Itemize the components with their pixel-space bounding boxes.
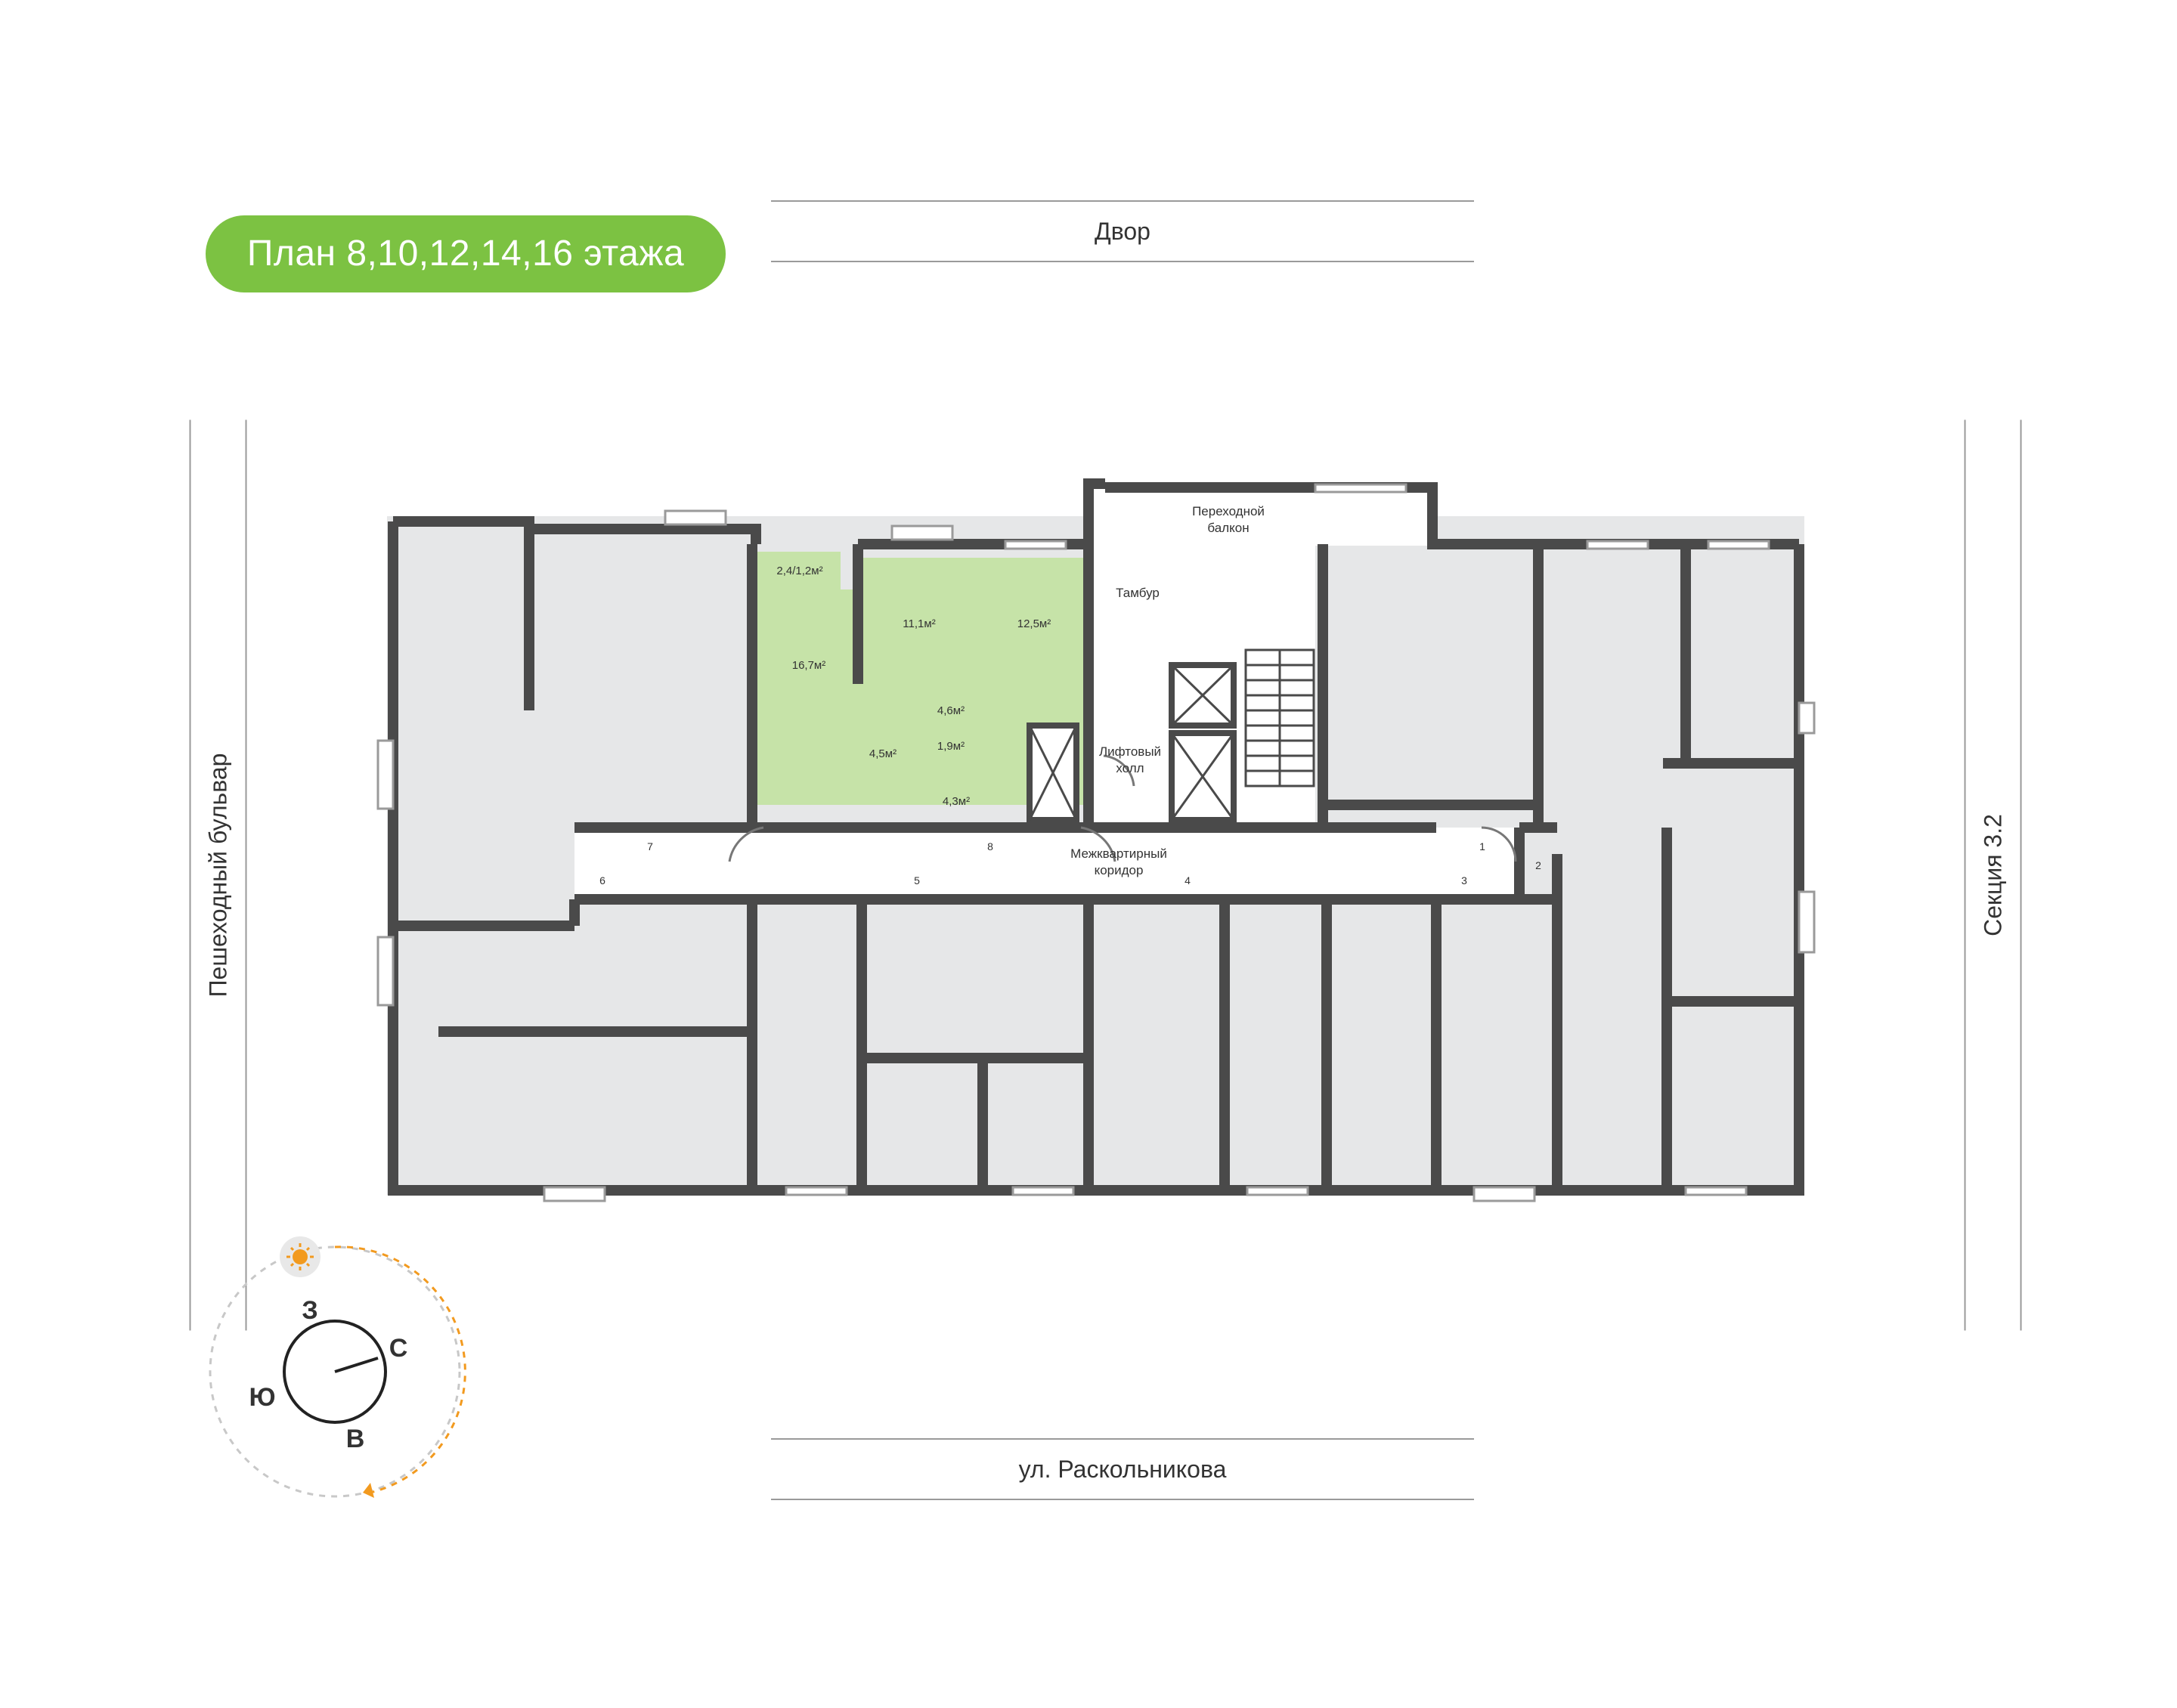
floor-plan-title: План 8,10,12,14,16 этажа [206,215,726,292]
room-area-bathroom: 4,5м² [869,747,897,760]
vestibule-label: Тамбур [1116,586,1160,600]
common-area-labels: Переходной балкон Тамбур Лифтовый холл М… [1070,504,1265,877]
room-area-storage: 4,3м² [943,795,970,808]
door-number-1: 1 [1479,840,1485,852]
building-footprint [387,484,1804,1195]
door-number-8: 8 [987,840,993,852]
highlighted-apartment[interactable] [752,552,1088,805]
compass: З С Ю В [209,1236,466,1498]
compass-east-label: В [346,1425,365,1453]
room-area-living: 16,7м² [792,659,826,672]
room-area-bedroom: 11,1м² [903,617,935,630]
elevator-hall-label-1: Лифтовый [1099,744,1161,759]
staircase [1244,648,1315,787]
elevator-hall-label-2: холл [1116,761,1144,775]
street-label-bottom: ул. Раскольникова [771,1438,1474,1500]
compass-west-label: З [302,1296,317,1325]
door-number-2: 2 [1535,859,1541,871]
walls [388,478,1804,1196]
door-number-7: 7 [647,840,653,852]
corridor-label-2: коридор [1095,863,1144,877]
room-area-labels: 2,4/1,2м² 11,1м² 12,5м² 16,7м² 4,6м² 4,5… [776,565,1051,808]
room-area-hall: 4,6м² [937,704,965,717]
corridor-label-1: Межквартирный [1070,846,1167,861]
elevator-shafts [1027,662,1237,823]
doors [728,754,1517,862]
room-area-toilet: 1,9м² [937,740,965,753]
compass-south-label: Ю [249,1383,275,1412]
door-number-6: 6 [599,874,605,886]
door-number-3: 3 [1461,874,1467,886]
door-number-5: 5 [914,874,920,886]
door-numbers: 1 2 3 4 5 6 7 8 [599,840,1541,886]
transfer-balcony-label-2: балкон [1207,521,1249,535]
transfer-balcony-label-1: Переходной [1192,504,1265,518]
street-label-top: Двор [771,200,1474,262]
windows [376,483,1816,1202]
room-area-balcony: 2,4/1,2м² [776,565,822,577]
door-number-4: 4 [1184,874,1191,886]
compass-north-label: С [389,1334,408,1363]
room-area-kitchen: 12,5м² [1017,617,1051,630]
